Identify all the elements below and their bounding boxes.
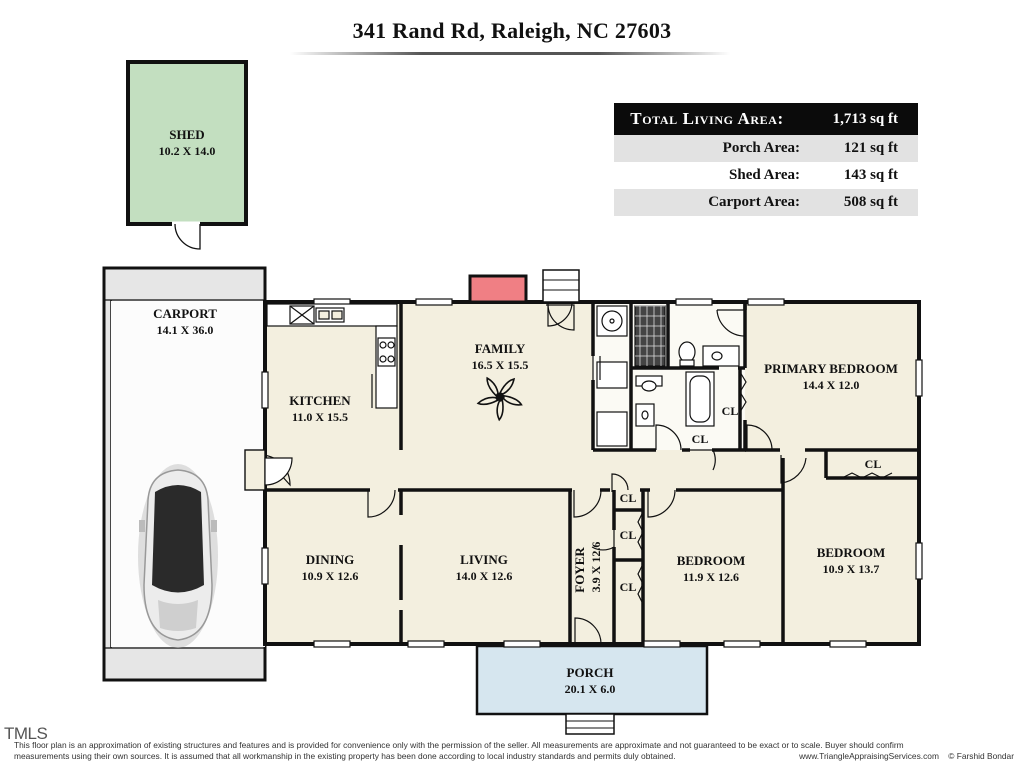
- kitchen-dimensions: 11.0 X 15.5: [292, 410, 348, 424]
- disclaimer: This floor plan is an approximation of e…: [14, 740, 1014, 762]
- carport-dimensions: 14.1 X 36.0: [157, 323, 214, 337]
- shed-area-label: Shed Area:: [614, 162, 804, 189]
- family-dimensions: 16.5 X 15.5: [472, 358, 529, 372]
- title-underline: [290, 52, 730, 55]
- foyer-label: FOYER: [572, 547, 587, 593]
- area-summary-table: Total Living Area: 1,713 sq ft Porch Are…: [614, 103, 918, 216]
- porch-area: [475, 644, 709, 716]
- credit-author: © Farshid Bondar: [948, 751, 1014, 761]
- bedroom-2-label: BEDROOM: [677, 553, 746, 568]
- closet-bifold-doors: [637, 371, 893, 605]
- door-swings: [244, 301, 807, 645]
- carport-label: CARPORT: [153, 306, 217, 321]
- shed-area-row: Shed Area: 143 sq ft: [614, 162, 918, 189]
- bathroom-fixtures: [596, 305, 740, 447]
- bedroom-3-label: BEDROOM: [817, 545, 886, 560]
- credit-site: www.TriangleAppraisingServices.com: [799, 751, 939, 761]
- carport-area-row: Carport Area: 508 sq ft: [614, 189, 918, 216]
- total-living-area-value: 1,713 sq ft: [804, 103, 918, 135]
- ceiling-fan-icon: [476, 376, 523, 422]
- kitchen-fixtures: [266, 303, 398, 409]
- porch-area-row: Porch Area: 121 sq ft: [614, 135, 918, 162]
- total-living-area-row: Total Living Area: 1,713 sq ft: [614, 103, 918, 135]
- closet-label-bedroom-3: CL: [865, 457, 882, 471]
- car-icon: [138, 464, 218, 648]
- shed-dimensions: 10.2 X 14.0: [159, 144, 216, 158]
- mls-logo: TMLS: [4, 724, 48, 743]
- kitchen-label: KITCHEN: [289, 393, 351, 408]
- fireplace: [468, 274, 528, 304]
- credit: www.TriangleAppraisingServices.com © Far…: [799, 751, 1014, 762]
- closet-label-hall: CL: [692, 432, 709, 446]
- porch-label: PORCH: [567, 665, 614, 680]
- carport-area-label: Carport Area:: [614, 189, 804, 216]
- family-label: FAMILY: [475, 341, 526, 356]
- porch-dimensions: 20.1 X 6.0: [565, 682, 616, 696]
- foyer-dimensions: 3.9 X 12.6: [589, 542, 603, 593]
- shed-label: SHED: [169, 127, 204, 142]
- disclaimer-line-1: This floor plan is an approximation of e…: [14, 740, 904, 750]
- interior-walls: [265, 302, 919, 644]
- porch-steps: [565, 713, 615, 735]
- living-label: LIVING: [460, 552, 508, 567]
- shed-area-value: 143 sq ft: [804, 162, 918, 189]
- page-title: 341 Rand Rd, Raleigh, NC 27603: [352, 18, 672, 43]
- windows: [261, 298, 923, 648]
- living-dimensions: 14.0 X 12.6: [456, 569, 513, 583]
- floor-plan: SHED 10.2 X 14.0 CARPORT 14.1 X 36.0 KIT…: [102, 60, 923, 735]
- closet-label-primary-bath: CL: [722, 404, 739, 418]
- shed-door: [172, 221, 201, 250]
- primary-bedroom-dimensions: 14.4 X 12.0: [803, 378, 860, 392]
- primary-bedroom-label: PRIMARY BEDROOM: [764, 361, 898, 376]
- back-steps: [542, 269, 580, 303]
- disclaimer-line-2: measurements using their own sources. It…: [14, 751, 676, 761]
- shed-room: [126, 60, 248, 226]
- closet-label-foyer-top: CL: [620, 491, 637, 505]
- dining-dimensions: 10.9 X 12.6: [302, 569, 359, 583]
- closet-label-foyer-mid: CL: [620, 528, 637, 542]
- porch-area-label: Porch Area:: [614, 135, 804, 162]
- carport-area-value: 508 sq ft: [804, 189, 918, 216]
- house-interior: [265, 302, 919, 644]
- total-living-area-label: Total Living Area:: [614, 103, 804, 135]
- bedroom-3-dimensions: 10.9 X 13.7: [823, 562, 880, 576]
- porch-area-value: 121 sq ft: [804, 135, 918, 162]
- bedroom-2-dimensions: 11.9 X 12.6: [683, 570, 739, 584]
- dining-label: DINING: [306, 552, 354, 567]
- closet-label-foyer-bottom: CL: [620, 580, 637, 594]
